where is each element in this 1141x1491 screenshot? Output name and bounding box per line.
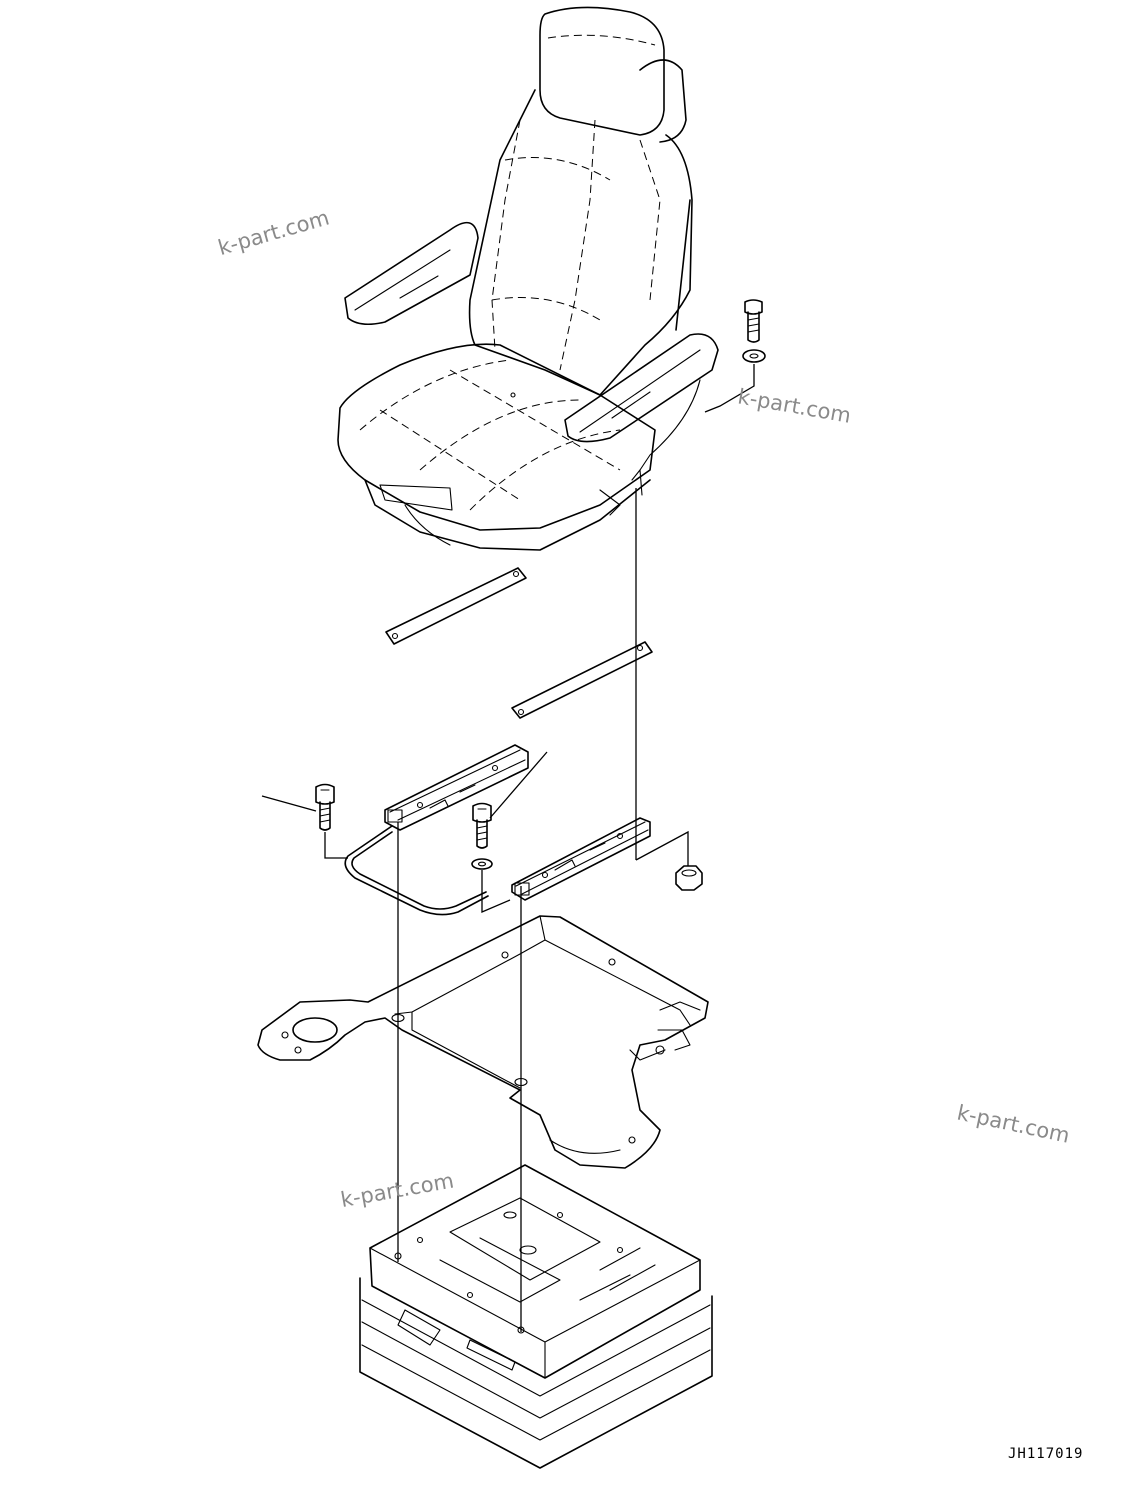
washer-right [742,349,766,363]
bolt-center-centerline [481,870,511,913]
washer-center [471,858,493,870]
leader-line-center [489,751,548,819]
mounting-bolt-center [472,802,492,849]
mounting-bolt-left [315,783,335,831]
slide-rail-left [384,744,529,831]
spacer-plate-lower [511,641,653,719]
slide-rail-right [511,817,651,901]
mounting-bolt-right [744,299,763,343]
leader-line-left [261,795,317,812]
suspension-base [359,1164,713,1469]
drawing-code: JH117019 [1008,1446,1084,1462]
seat-assembly [337,6,719,551]
flange-nut [675,865,703,891]
bolt-centerline [704,364,755,413]
nut-centerline [635,830,689,866]
spacer-plate-upper [385,567,527,645]
bolt-left-centerline [324,832,348,859]
mounting-bracket [257,915,709,1169]
wire-harness [344,825,489,916]
